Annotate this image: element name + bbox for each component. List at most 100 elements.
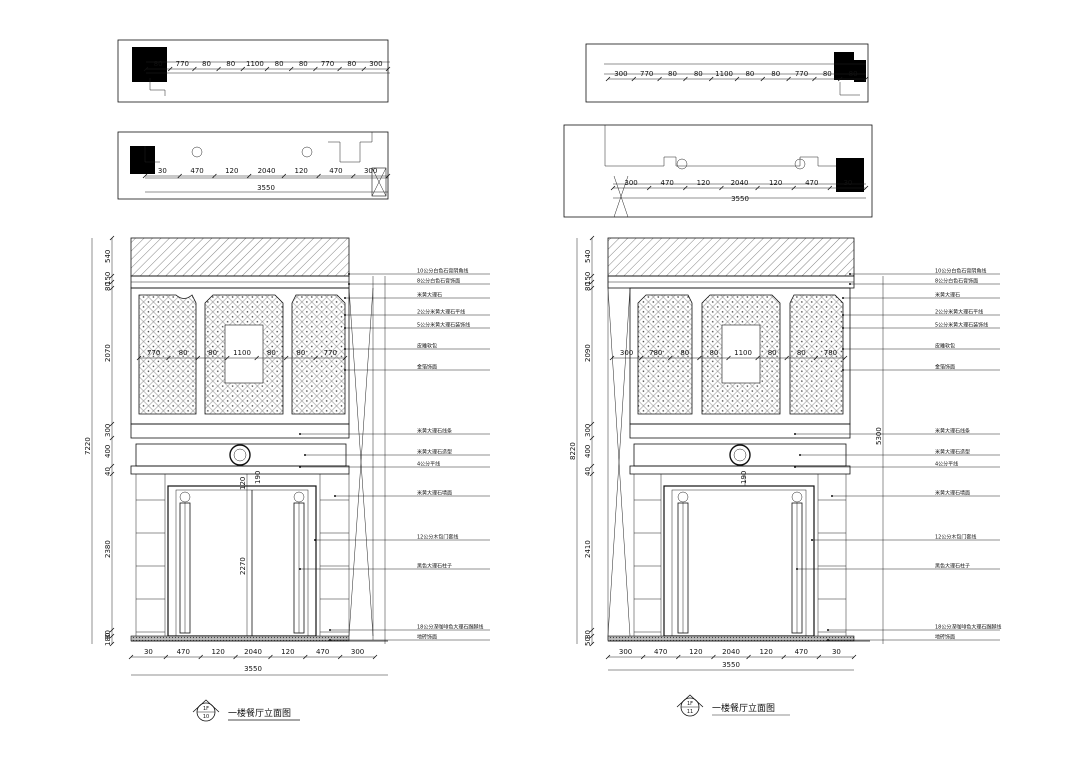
right-elev-outer: 8220 <box>569 442 577 460</box>
left-note-10: 米黄大理石墙面 <box>417 490 452 497</box>
left-bottom-dim-3: 2040 <box>244 648 262 656</box>
right-note-1: 8公分白色石膏饰面 <box>935 278 978 285</box>
right-bottom-dim-1: 470 <box>654 648 667 656</box>
left-plan-top-dim-8: 80 <box>347 60 356 68</box>
left-inner-dim-0: 770 <box>147 349 160 357</box>
right-note-9: 4公分平线 <box>935 461 958 468</box>
left-column-right <box>293 491 305 634</box>
left-vdim-9: 180 <box>104 633 112 646</box>
left-inner-dim-1: 80 <box>179 349 188 357</box>
right-plan-mid-dim-2: 120 <box>697 179 710 187</box>
right-elevation <box>607 237 870 642</box>
left-note-2: 米黄大理石 <box>417 292 442 299</box>
right-vdim-4: 300 <box>584 424 592 437</box>
left-plan-mid-dim-4: 120 <box>295 167 308 175</box>
left-note-12: 黑色大理石柱子 <box>417 563 452 570</box>
left-note-3: 2公分米黄大理石平线 <box>417 309 465 316</box>
left-inner-dim-3: 1100 <box>233 349 251 357</box>
right-plan-top-dim-2: 80 <box>668 70 677 78</box>
left-door-top2-dim: 190 <box>254 471 262 484</box>
right-inner-dim-6: 80 <box>797 349 806 357</box>
left-bottom-dim-5: 470 <box>316 648 329 656</box>
left-note-6: 金箔饰面 <box>417 364 437 371</box>
right-plan-top-dim-0: 300 <box>614 70 627 78</box>
left-caption-text: 一楼餐厅立面图 <box>228 707 291 719</box>
left-bottom-dim-0: 30 <box>144 648 153 656</box>
right-note-10: 米黄大理石墙面 <box>935 490 970 497</box>
right-material-notes: 10公分白色石膏阴角线8公分白色石膏饰面米黄大理石2公分米黄大理石平线5公分米黄… <box>794 268 1001 641</box>
left-door-height-dim: 2270 <box>239 557 247 575</box>
left-note-9: 4公分平线 <box>417 461 440 468</box>
left-plan-mid-dim-1: 470 <box>190 167 203 175</box>
left-note-11: 12公分木包门套线 <box>417 534 458 541</box>
left-vdim-5: 400 <box>104 445 112 458</box>
right-column-left <box>677 491 689 634</box>
right-inner-dim-5: 80 <box>768 349 777 357</box>
right-bottom-total: 3550 <box>722 661 740 669</box>
right-note-7: 米黄大理石线条 <box>935 428 970 435</box>
right-plan-top-dim-5: 80 <box>745 70 754 78</box>
right-note-3: 2公分米黄大理石平线 <box>935 309 983 316</box>
right-caption-text: 一楼餐厅立面图 <box>712 702 775 714</box>
left-plan-mid-dim-2: 120 <box>225 167 238 175</box>
left-plan-top-dim-4: 1100 <box>246 60 264 68</box>
left-vdim-6: 40 <box>104 467 112 476</box>
right-note-2: 米黄大理石 <box>935 292 960 299</box>
right-plan-mid-dim-3: 2040 <box>731 179 749 187</box>
left-plan-mid-dim-5: 470 <box>329 167 342 175</box>
right-note-8: 米黄大理石造型 <box>935 449 970 456</box>
left-bottom-dim-2: 120 <box>211 648 224 656</box>
left-plan-top-dim-5: 80 <box>275 60 284 68</box>
left-inner-dim-4: 80 <box>267 349 276 357</box>
right-note-11: 12公分木包门套线 <box>935 534 976 541</box>
left-bottom-dim-1: 470 <box>177 648 190 656</box>
left-note-13: 18公分深咖啡色大理石踢脚线 <box>417 624 483 631</box>
right-bottom-dim-5: 470 <box>795 648 808 656</box>
right-symbol-top: 1F <box>687 701 693 707</box>
right-bottom-dim-4: 120 <box>759 648 772 656</box>
left-vdim-8: 80 <box>104 630 112 639</box>
right-bottom-dim-2: 120 <box>689 648 702 656</box>
left-plan-mid-total: 3550 <box>257 184 275 192</box>
right-note-5: 皮雕软包 <box>935 343 955 350</box>
right-inner-dim-2: 80 <box>680 349 689 357</box>
left-symbol-bottom: 10 <box>203 714 209 720</box>
right-elev-total: 5300 <box>875 427 883 445</box>
right-door-top-dim: 190 <box>740 471 748 484</box>
right-note-0: 10公分白色石膏阴角线 <box>935 268 986 275</box>
left-inner-dim-2: 80 <box>208 349 217 357</box>
right-inner-dim-0: 300 <box>620 349 633 357</box>
right-plan-mid-dim-5: 470 <box>805 179 818 187</box>
left-note-8: 米黄大理石造型 <box>417 449 452 456</box>
right-plan-top-dim-9: 80 <box>849 70 858 78</box>
right-plan-top-dim-1: 770 <box>640 70 653 78</box>
left-note-7: 米黄大理石线条 <box>417 428 452 435</box>
right-plan-mid-dim-4: 120 <box>769 179 782 187</box>
left-vdim-7: 2380 <box>104 540 112 558</box>
left-material-notes: 10公分白色石膏阴角线8公分白色石膏饰面米黄大理石2公分米黄大理石平线5公分米黄… <box>299 268 490 641</box>
right-plan-top-dim-7: 770 <box>795 70 808 78</box>
left-vdim-0: 540 <box>104 250 112 263</box>
left-bottom-dim-6: 300 <box>351 648 364 656</box>
right-vdim-0: 540 <box>584 250 592 263</box>
right-caption: 1F 11 一楼餐厅立面图 <box>676 694 790 717</box>
left-vdim-4: 300 <box>104 424 112 437</box>
left-note-14: 地砖饰面 <box>417 634 437 641</box>
right-vdim-8: 80 <box>584 630 592 639</box>
left-elevation <box>130 237 388 642</box>
right-vdim-9: 50 <box>584 637 592 646</box>
right-bottom-dim-6: 30 <box>832 648 841 656</box>
right-inner-dim-3: 80 <box>709 349 718 357</box>
right-plan-mid-dim-1: 470 <box>661 179 674 187</box>
left-plan-mid-dim-3: 2040 <box>258 167 276 175</box>
left-inner-dim-5: 80 <box>296 349 305 357</box>
right-plan-mid-dim-0: 300 <box>624 179 637 187</box>
right-vdim-2: 80 <box>584 282 592 291</box>
left-plan-mid-dim-0: 30 <box>158 167 167 175</box>
